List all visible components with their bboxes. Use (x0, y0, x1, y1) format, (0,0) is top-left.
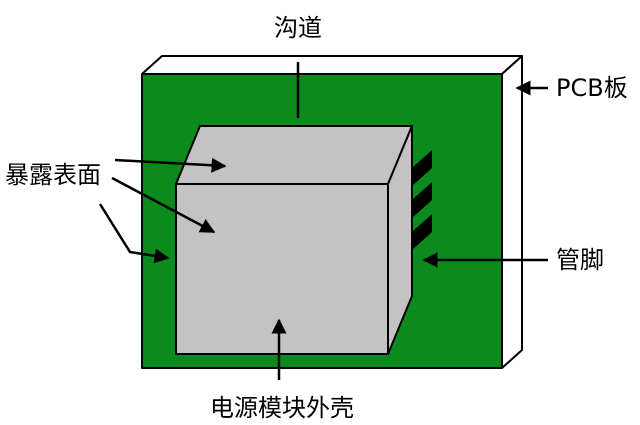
shell-top-face (175, 125, 413, 185)
power-module-shell (175, 125, 413, 355)
module-shell-label: 电源模块外壳 (210, 394, 354, 422)
pin (412, 150, 432, 186)
pins-label: 管脚 (556, 246, 604, 274)
exposed-surface-arrow-front (111, 176, 216, 234)
exposed-surface-arrow-top (114, 157, 227, 173)
pin (412, 182, 432, 218)
diagram-labels: 沟道 PCB板 暴露表面 管脚 电源模块外壳 (5, 14, 628, 422)
channel-label: 沟道 (274, 14, 322, 42)
pcb-board-label: PCB板 (556, 74, 628, 102)
shell-front-face (175, 183, 389, 355)
pin (412, 214, 432, 250)
module-pins (412, 150, 432, 250)
exposed-surface-label: 暴露表面 (5, 161, 101, 189)
pcb-board-side-edge (501, 55, 523, 369)
exposed-surface-arrow-pcb (98, 203, 170, 264)
leader-lines (98, 62, 548, 380)
pcb-board-top-edge (141, 55, 523, 75)
